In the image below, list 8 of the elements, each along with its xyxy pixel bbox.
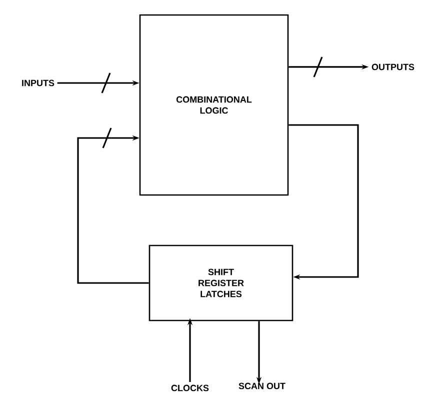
signal-label: SCAN OUT xyxy=(238,382,286,390)
arrow xyxy=(77,127,150,284)
signal-label: INPUTS xyxy=(22,80,54,86)
block-box: SHIFT REGISTER LATCHES xyxy=(148,244,294,322)
arrow xyxy=(288,124,359,280)
signal-label: CLOCKS xyxy=(171,384,209,392)
block-box: COMBINATIONAL LOGIC xyxy=(139,14,289,196)
signal-label: OUTPUTS xyxy=(372,64,414,70)
